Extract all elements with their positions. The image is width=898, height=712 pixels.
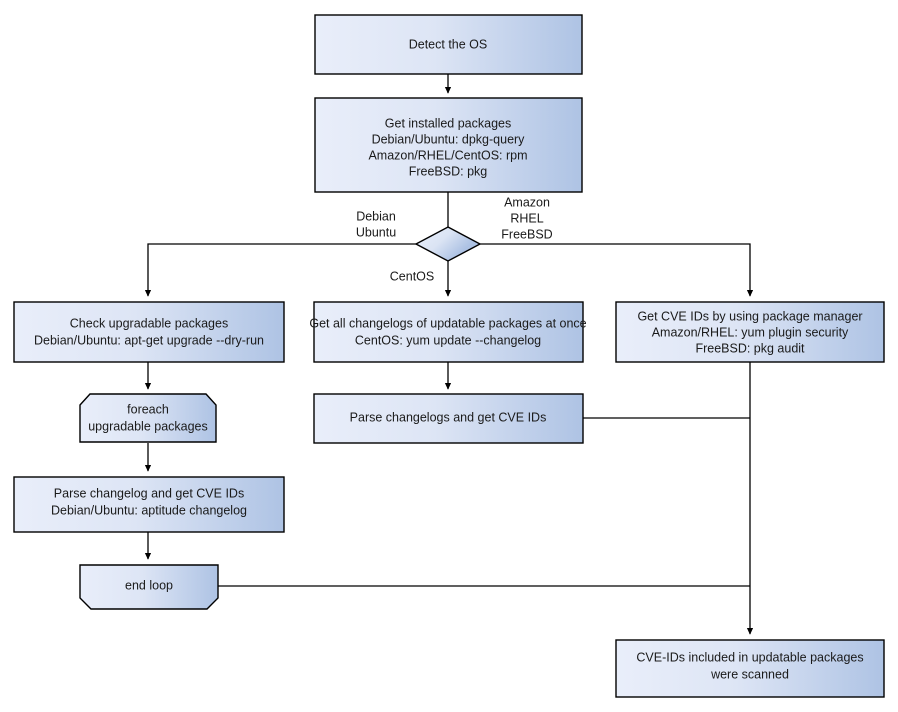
- edge-label-rhel: RHEL: [510, 211, 543, 225]
- node-get-all-changelogs[interactable]: Get all changelogs of updatable packages…: [309, 301, 587, 363]
- node-end-loop-line-0: end loop: [125, 578, 173, 592]
- node-end-loop[interactable]: end loop: [79, 564, 219, 610]
- node-check-upgradable[interactable]: Check upgradable packages Debian/Ubuntu:…: [13, 301, 285, 363]
- node-os-decision[interactable]: [414, 226, 482, 262]
- node-detect-os-line-0: Detect the OS: [409, 37, 488, 51]
- node-get-all-changelogs-line-0: Get all changelogs of updatable packages…: [309, 316, 586, 330]
- edge-label-debian: Debian: [356, 209, 396, 223]
- connector-decision-to-cve-pkgmgr: [480, 243, 754, 297]
- edge-label-centos: CentOS: [390, 269, 434, 283]
- node-get-installed-packages[interactable]: Get installed packages Debian/Ubuntu: dp…: [314, 97, 583, 193]
- node-scanned-result-line-0: CVE-IDs included in updatable packages: [636, 650, 863, 664]
- edge-label-rpm-family: Amazon RHEL FreeBSD: [501, 195, 552, 241]
- connector-layer: [144, 74, 754, 635]
- edge-label-freebsd: FreeBSD: [501, 227, 552, 241]
- edge-label-amazon: Amazon: [504, 195, 550, 209]
- node-parse-changelog-single-line-1: Debian/Ubuntu: aptitude changelog: [51, 503, 247, 517]
- node-get-installed-packages-line-3: FreeBSD: pkg: [409, 164, 488, 178]
- connector-decision-to-check-upgradable: [144, 243, 416, 297]
- edge-label-ubuntu: Ubuntu: [356, 225, 396, 239]
- node-foreach-loop-line-0: foreach: [127, 402, 169, 416]
- node-get-cve-ids-pkgmgr-line-0: Get CVE IDs by using package manager: [637, 309, 862, 323]
- edge-label-centos-text: CentOS: [390, 269, 434, 283]
- node-get-installed-packages-line-0: Get installed packages: [385, 116, 511, 130]
- node-detect-os[interactable]: Detect the OS: [314, 14, 583, 75]
- node-parse-changelogs-multi-line-0: Parse changelogs and get CVE IDs: [350, 410, 547, 424]
- node-foreach-loop[interactable]: foreach upgradable packages: [79, 393, 217, 443]
- node-get-installed-packages-line-2: Amazon/RHEL/CentOS: rpm: [368, 148, 527, 162]
- node-get-installed-packages-line-1: Debian/Ubuntu: dpkg-query: [372, 132, 526, 146]
- node-check-upgradable-line-1: Debian/Ubuntu: apt-get upgrade --dry-run: [34, 333, 264, 347]
- node-get-cve-ids-pkgmgr[interactable]: Get CVE IDs by using package manager Ama…: [615, 301, 885, 363]
- node-parse-changelog-single-line-0: Parse changelog and get CVE IDs: [54, 486, 244, 500]
- node-get-cve-ids-pkgmgr-line-2: FreeBSD: pkg audit: [695, 341, 805, 355]
- node-check-upgradable-line-0: Check upgradable packages: [70, 316, 228, 330]
- node-parse-changelogs-multi[interactable]: Parse changelogs and get CVE IDs: [313, 393, 584, 444]
- edge-label-debian-ubuntu: Debian Ubuntu: [356, 209, 396, 239]
- node-scanned-result-line-1: were scanned: [710, 667, 789, 681]
- node-scanned-result[interactable]: CVE-IDs included in updatable packages w…: [615, 639, 885, 698]
- node-foreach-loop-line-1: upgradable packages: [88, 419, 208, 433]
- node-get-all-changelogs-line-1: CentOS: yum update --changelog: [355, 333, 541, 347]
- node-parse-changelog-single[interactable]: Parse changelog and get CVE IDs Debian/U…: [13, 476, 285, 533]
- node-get-cve-ids-pkgmgr-line-1: Amazon/RHEL: yum plugin security: [652, 325, 849, 339]
